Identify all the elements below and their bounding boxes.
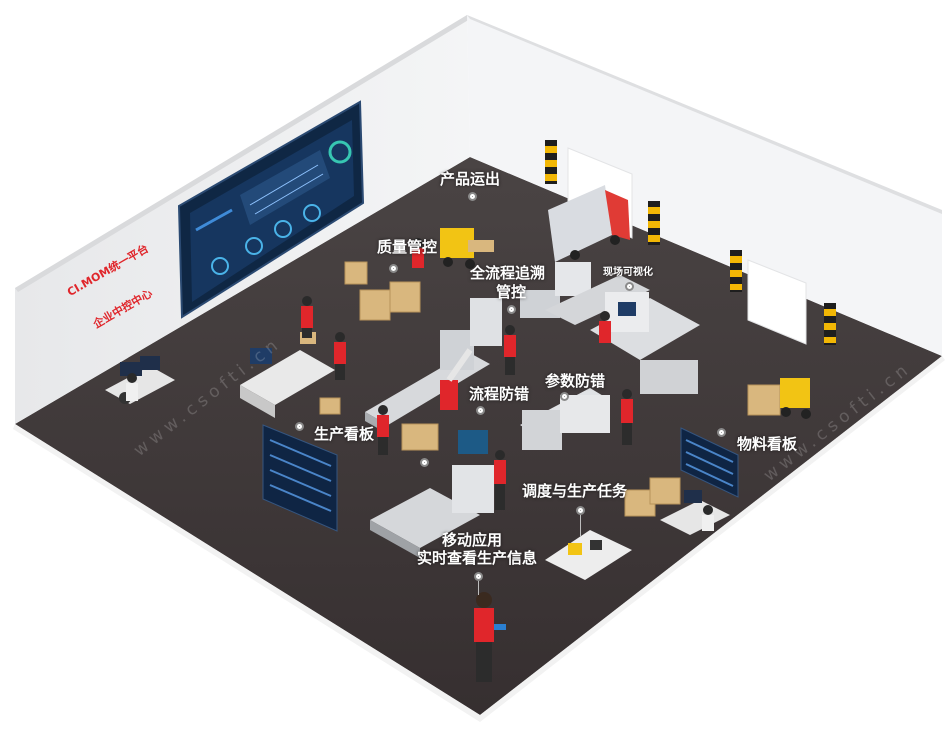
- hazard-post-2: [648, 201, 660, 245]
- workers: [126, 238, 714, 682]
- pin-production-board: [295, 422, 304, 431]
- label-product-out: 产品运出: [440, 170, 501, 188]
- label-visual: 现场可视化: [603, 267, 653, 278]
- robot-arm: [440, 348, 473, 410]
- pin-dispatch: [576, 506, 585, 515]
- label-mobile-line1: 移动应用: [442, 531, 503, 549]
- hazard-post-3: [730, 250, 742, 292]
- forklift-material: [780, 378, 811, 419]
- stem-dispatch: [580, 515, 581, 537]
- pin-mobile: [474, 572, 483, 581]
- hazard-post-1: [545, 140, 557, 184]
- pin-flow: [476, 406, 485, 415]
- mobile-user: [474, 592, 506, 682]
- label-trace-line1: 全流程追溯: [470, 264, 546, 282]
- right-wall: [467, 15, 942, 356]
- label-param: 参数防错: [545, 372, 606, 390]
- label-production-board: 生产看板: [314, 425, 375, 443]
- hazard-post-4: [824, 303, 836, 345]
- param-machine: [520, 388, 610, 450]
- label-dispatch: 调度与生产任务: [522, 482, 628, 500]
- boxes-quality: [344, 261, 421, 321]
- left-wall-edge: [15, 15, 470, 292]
- pin-trace: [507, 305, 516, 314]
- forklift-product-out: [440, 228, 494, 269]
- boxes-flow: [401, 423, 439, 451]
- mobile-app-tile: [545, 530, 632, 580]
- pin-flow-lower: [420, 458, 429, 467]
- pin-visual: [625, 282, 634, 291]
- pin-param: [560, 392, 569, 401]
- label-flow: 流程防错: [469, 385, 530, 403]
- delivery-truck: [548, 185, 630, 262]
- label-mobile-line2: 实时查看生产信息: [417, 549, 538, 567]
- production-board-screen: [262, 424, 338, 532]
- pin-product-out: [468, 192, 477, 201]
- boxes-dispatch: [624, 477, 681, 517]
- pin-material-board: [717, 428, 726, 437]
- label-quality: 质量管控: [377, 238, 438, 256]
- visual-machine-line: [590, 292, 700, 394]
- office-desk-left: [105, 356, 175, 404]
- bottom-conveyor: [370, 430, 494, 558]
- label-material-board: 物料看板: [737, 435, 798, 453]
- pin-quality: [389, 264, 398, 273]
- control-center-screen: [177, 100, 365, 319]
- door-2: [747, 259, 807, 345]
- boxes-material: [747, 384, 781, 416]
- boxes-scale: [319, 397, 341, 415]
- right-wall-top-edge: [467, 15, 942, 214]
- label-trace-line2: 管控: [496, 283, 527, 301]
- stem-mobile: [478, 581, 479, 595]
- material-board-screen: [680, 427, 739, 498]
